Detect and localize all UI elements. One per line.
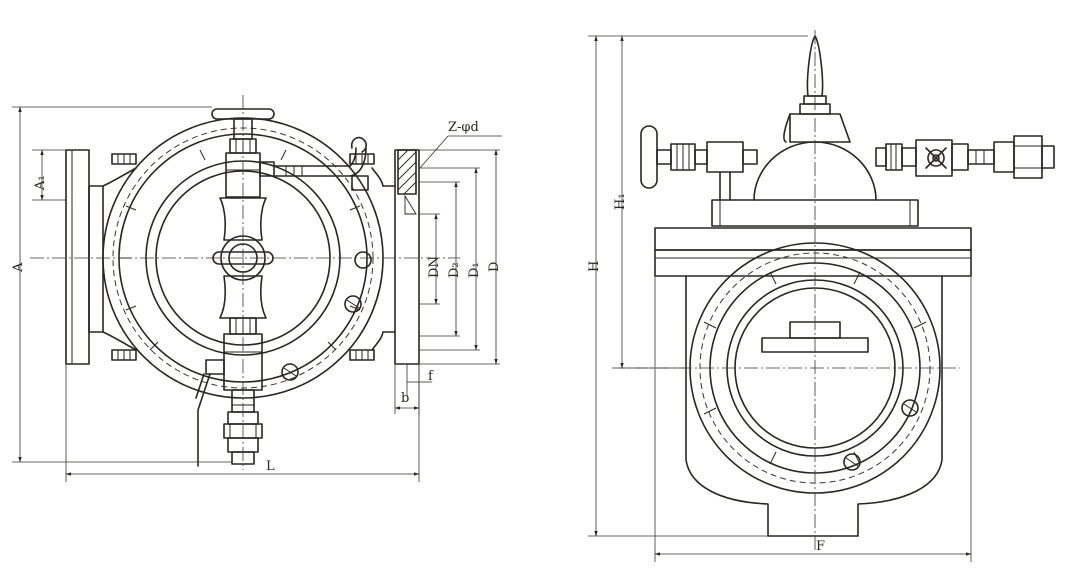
dim-b-f: b f: [394, 364, 434, 414]
dim-H1: H₁: [613, 35, 686, 369]
dim-H: H: [587, 35, 808, 537]
label-L: L: [266, 459, 275, 474]
body-flanges: [654, 227, 972, 277]
label-H: H: [587, 261, 602, 272]
side-view: H H₁ F: [587, 30, 1055, 562]
dim-diameters: DN D₂ D₁ D: [419, 149, 502, 365]
label-D: D: [487, 262, 502, 272]
label-DN: DN: [427, 256, 442, 278]
right-fittings: [875, 135, 1055, 179]
label-H1: H₁: [613, 193, 628, 210]
label-F: F: [816, 539, 825, 554]
label-D1: D₁: [467, 262, 482, 278]
front-view: A A₁ L DN: [11, 95, 502, 482]
side-body: [685, 242, 943, 537]
dim-A: A: [11, 106, 232, 463]
dim-F: F: [654, 276, 972, 562]
label-A1: A₁: [33, 175, 48, 191]
dim-Z-phi-d: Z-φd: [419, 120, 502, 169]
label-b: b: [401, 391, 409, 406]
dim-A1: A₁: [32, 149, 66, 201]
label-A: A: [11, 262, 26, 273]
label-f: f: [428, 369, 434, 384]
label-Z-phi-d: Z-φd: [448, 120, 479, 135]
label-D2: D₂: [447, 262, 462, 278]
left-handwheel: [640, 125, 758, 201]
left-flange: [65, 149, 137, 365]
bottom-stem: [195, 317, 263, 467]
pilot-tube: [259, 136, 369, 191]
